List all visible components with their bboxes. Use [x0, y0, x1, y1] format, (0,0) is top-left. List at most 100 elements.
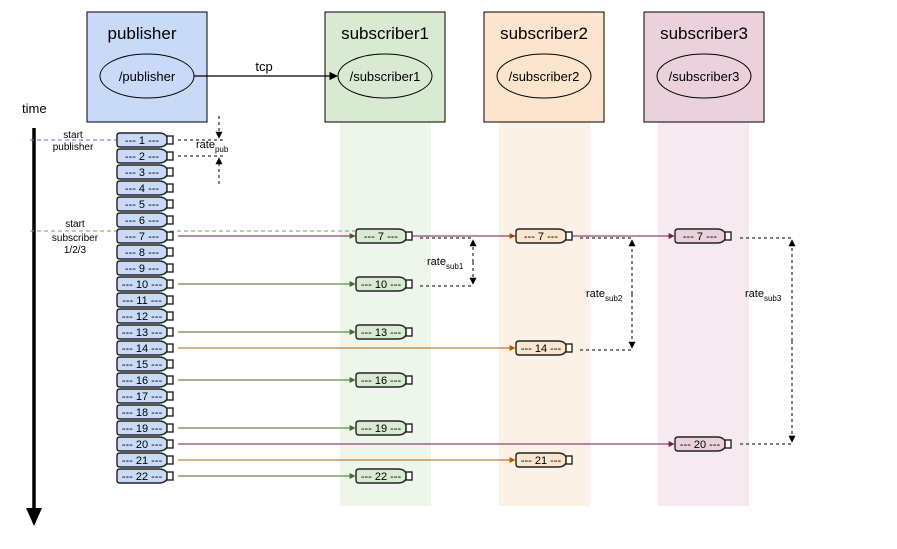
published-message: --- 20 ---	[116, 436, 174, 452]
published-message: --- 6 ---	[116, 212, 174, 228]
published-message-label: --- 9 ---	[125, 263, 160, 275]
published-message-label: --- 4 ---	[125, 183, 160, 195]
subscriber1-node: subscriber1/subscriber1	[324, 11, 446, 123]
start-subscribers-line2: subscriber	[52, 233, 99, 244]
message-arrows	[178, 233, 675, 479]
received-message-subscriber3-label: --- 7 ---	[683, 231, 718, 243]
rate-pub-annotation: ratepub	[178, 116, 229, 184]
published-message: --- 19 ---	[116, 420, 174, 436]
time-axis: time	[22, 101, 47, 526]
published-message: --- 5 ---	[116, 196, 174, 212]
published-message: --- 22 ---	[116, 468, 174, 484]
published-message-label: --- 12 ---	[122, 311, 163, 323]
published-message: --- 16 ---	[116, 372, 174, 388]
published-message-label: --- 10 ---	[122, 279, 163, 291]
published-message-label: --- 19 ---	[122, 423, 163, 435]
tcp-connection: tcp	[194, 59, 338, 81]
published-message-label: --- 8 ---	[125, 247, 160, 259]
published-message: --- 8 ---	[116, 244, 174, 260]
published-message-label: --- 20 ---	[122, 439, 163, 451]
start-publisher-event: start publisher	[30, 130, 120, 153]
start-publisher-line1: start	[63, 130, 83, 141]
received-message-subscriber1-label: --- 13 ---	[361, 327, 402, 339]
received-messages: --- 7 --- --- 10 --- --- 13 --- --- 16 --- -…	[355, 228, 732, 484]
subscriber2-node: subscriber2/subscriber2	[483, 11, 605, 123]
published-message-label: --- 13 ---	[122, 327, 163, 339]
published-message-label: --- 5 ---	[125, 199, 160, 211]
published-message: --- 1 ---	[116, 132, 174, 148]
tcp-label: tcp	[255, 59, 272, 74]
rate-sub1-label: ratesub1	[427, 256, 464, 271]
published-message-label: --- 22 ---	[122, 471, 163, 483]
received-message-subscriber2-label: --- 21 ---	[521, 455, 562, 467]
published-message: --- 9 ---	[116, 260, 174, 276]
publisher-topic: /publisher	[119, 69, 176, 84]
rate-sub3-label: ratesub3	[745, 288, 782, 303]
published-message: --- 17 ---	[116, 388, 174, 404]
published-message: --- 4 ---	[116, 180, 174, 196]
received-message-subscriber1-label: --- 16 ---	[361, 375, 402, 387]
received-message-subscriber1: --- 10 ---	[355, 276, 413, 292]
received-message-subscriber1-label: --- 22 ---	[361, 471, 402, 483]
received-message-subscriber2: --- 21 ---	[515, 452, 573, 468]
start-publisher-line2: publisher	[53, 142, 94, 153]
received-message-subscriber1: --- 19 ---	[355, 420, 413, 436]
published-message: --- 18 ---	[116, 404, 174, 420]
subscriber1-title: subscriber1	[341, 24, 429, 43]
received-message-subscriber1: --- 13 ---	[355, 324, 413, 340]
start-subscribers-event: start subscriber 1/2/3	[30, 219, 355, 256]
subscriber2-title: subscriber2	[500, 24, 588, 43]
published-message-label: --- 6 ---	[125, 215, 160, 227]
published-message: --- 12 ---	[116, 308, 174, 324]
subscriber1-topic: /subscriber1	[350, 69, 421, 84]
received-message-subscriber3: --- 20 ---	[674, 436, 732, 452]
published-message: --- 11 ---	[116, 292, 174, 308]
rate-sub3-annotation: ratesub3	[740, 237, 796, 445]
received-message-subscriber2: --- 14 ---	[515, 340, 573, 356]
rate-sub2-label: ratesub2	[586, 288, 623, 303]
subscriber-nodes: subscriber1/subscriber1 subscriber2/subsc…	[324, 11, 765, 123]
published-message: --- 15 ---	[116, 356, 174, 372]
subscriber3-topic: /subscriber3	[669, 69, 740, 84]
received-message-subscriber1-label: --- 10 ---	[361, 279, 402, 291]
published-message-label: --- 15 ---	[122, 359, 163, 371]
published-message: --- 10 ---	[116, 276, 174, 292]
time-label: time	[22, 101, 47, 116]
publisher-title: publisher	[108, 24, 177, 43]
received-message-subscriber2: --- 7 ---	[515, 228, 573, 244]
received-message-subscriber2-label: --- 7 ---	[524, 231, 559, 243]
received-message-subscriber3: --- 7 ---	[674, 228, 732, 244]
rate-sub1-annotation: ratesub1	[420, 237, 477, 287]
published-message-label: --- 1 ---	[125, 135, 160, 147]
published-message-label: --- 17 ---	[122, 391, 163, 403]
rate-sub2-annotation: ratesub2	[580, 237, 636, 351]
published-message-label: --- 21 ---	[122, 455, 163, 467]
published-message: --- 14 ---	[116, 340, 174, 356]
lane-subscriber2	[499, 122, 590, 506]
published-message-label: --- 7 ---	[125, 231, 160, 243]
received-message-subscriber1-label: --- 7 ---	[364, 231, 399, 243]
rate-pub-label: ratepub	[196, 139, 229, 154]
published-message: --- 3 ---	[116, 164, 174, 180]
published-message-label: --- 2 ---	[125, 151, 160, 163]
published-message: --- 2 ---	[116, 148, 174, 164]
published-message: --- 21 ---	[116, 452, 174, 468]
start-subscribers-line3: 1/2/3	[64, 245, 87, 256]
lane-subscriber1	[340, 122, 431, 506]
published-message: --- 13 ---	[116, 324, 174, 340]
subscriber-lanes	[340, 122, 749, 506]
start-subscribers-line1: start	[65, 219, 85, 230]
subscriber3-node: subscriber3/subscriber3	[643, 11, 765, 123]
subscriber3-title: subscriber3	[660, 24, 748, 43]
publisher-node: publisher /publisher	[86, 11, 208, 123]
received-message-subscriber1: --- 7 ---	[355, 228, 413, 244]
received-message-subscriber1: --- 16 ---	[355, 372, 413, 388]
published-messages: --- 1 --- --- 2 ------ 3 --- --- 4 --- --- …	[116, 132, 174, 484]
published-message-label: --- 11 ---	[122, 295, 162, 307]
published-message-label: --- 14 ---	[122, 343, 163, 355]
published-message-label: --- 16 ---	[122, 375, 163, 387]
received-message-subscriber3-label: --- 20 ---	[680, 439, 721, 451]
subscriber2-topic: /subscriber2	[509, 69, 580, 84]
